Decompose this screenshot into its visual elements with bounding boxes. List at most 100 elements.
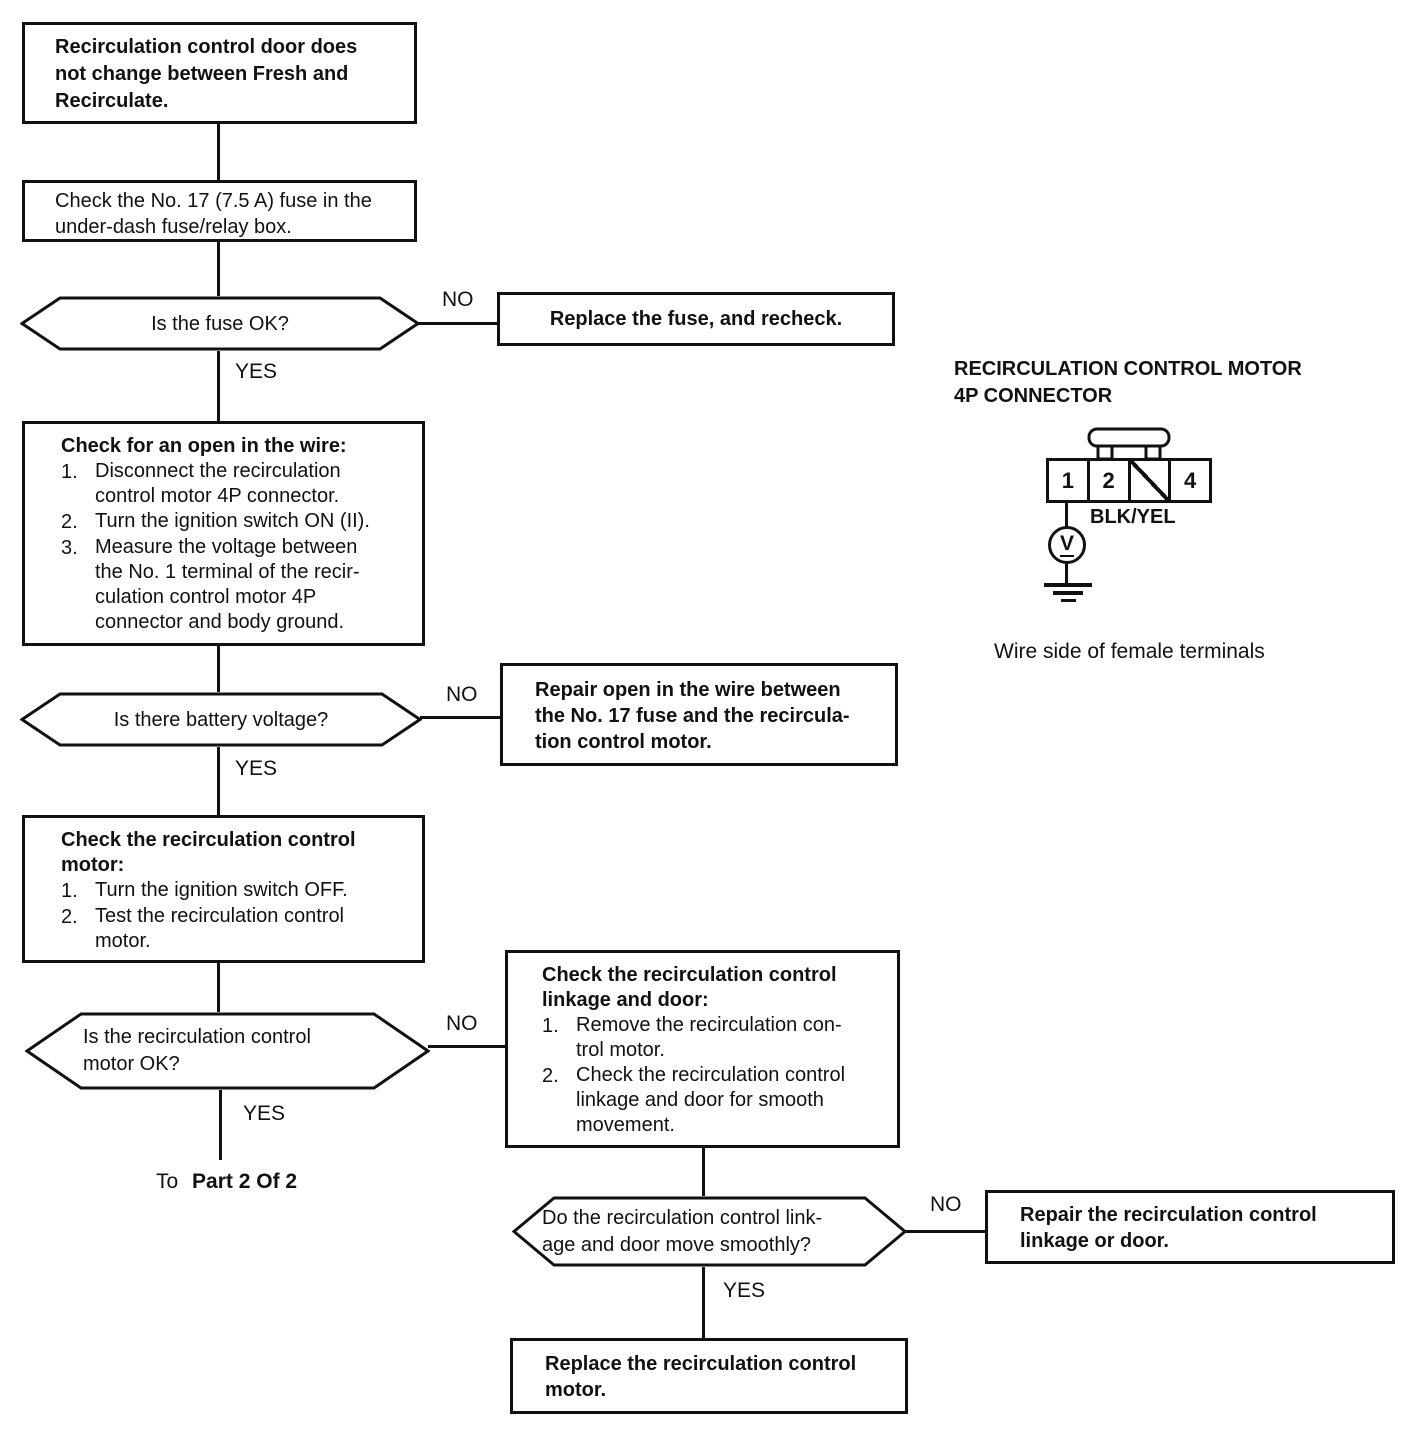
replace-fuse-box: Replace the fuse, and recheck. <box>497 292 895 346</box>
goto-prefix: To <box>156 1170 179 1193</box>
box-title: Check the recirculation control <box>542 964 837 986</box>
text-line: connector and body ground. <box>95 611 345 633</box>
connector-line <box>217 242 220 296</box>
no-branch-line <box>420 716 500 719</box>
box-title: Check for an open in the wire: <box>61 435 347 457</box>
text-line: Remove the recirculation con- <box>576 1014 842 1036</box>
connector-line <box>217 747 220 815</box>
decision-battery-voltage: Is there battery voltage? <box>20 692 422 747</box>
heading-line: RECIRCULATION CONTROL MOTOR <box>954 358 1302 380</box>
voltmeter-letter: V <box>1059 532 1074 557</box>
list-item: 1. Turn the ignition switch OFF. <box>61 878 412 904</box>
repair-linkage-box: Repair the recirculation control linkage… <box>985 1190 1395 1264</box>
ground-icon <box>1061 599 1076 602</box>
ground-icon <box>1053 591 1083 595</box>
replace-motor-box: Replace the recirculation control motor. <box>510 1338 908 1414</box>
no-branch-line <box>418 322 497 325</box>
text-line: Turn the ignition switch ON (II). <box>95 510 370 532</box>
list-item: 1. Disconnect the recirculation control … <box>61 459 412 509</box>
item-number: 1. <box>61 880 78 902</box>
text-line: Is the recirculation control <box>83 1026 311 1048</box>
connector-line <box>217 963 220 1012</box>
no-label: NO <box>930 1193 962 1216</box>
hexagon-shape <box>25 1012 430 1090</box>
text-line: Repair the recirculation control <box>1020 1204 1317 1226</box>
connector-terminal-strip: 1 2 4 <box>1046 458 1212 503</box>
text-line: Is the fuse OK? <box>151 312 289 335</box>
text-line: Repair open in the wire between <box>535 679 841 701</box>
text-line: Turn the ignition switch OFF. <box>95 879 348 901</box>
decision-is-fuse-ok: Is the fuse OK? <box>20 296 420 351</box>
text-line: Recirculate. <box>55 90 169 112</box>
text-line: Disconnect the recirculation <box>95 460 341 482</box>
box-title: Check the recirculation control <box>61 829 356 851</box>
connector-line <box>219 1090 222 1160</box>
item-number: 3. <box>61 537 78 559</box>
connector-line <box>217 124 220 180</box>
connector-caption: Wire side of female terminals <box>994 640 1265 663</box>
connector-line <box>702 1267 705 1338</box>
text-line: Check the No. 17 (7.5 A) fuse in the <box>55 190 372 212</box>
list-item: 2. Check the recirculation control linka… <box>542 1063 889 1138</box>
text-line: tion control motor. <box>535 731 712 753</box>
text-line: linkage or door. <box>1020 1230 1169 1252</box>
check-fuse-box: Check the No. 17 (7.5 A) fuse in the und… <box>22 180 417 242</box>
text-line: trol motor. <box>576 1039 665 1061</box>
text-line: motor. <box>545 1379 607 1401</box>
text-line: under-dash fuse/relay box. <box>55 216 292 238</box>
text-line: motor. <box>95 930 151 952</box>
terminal-2: 2 <box>1086 461 1128 500</box>
text-line: control motor 4P connector. <box>95 485 340 507</box>
text-line: motor OK? <box>83 1053 180 1075</box>
text-line: Is there battery voltage? <box>113 708 329 731</box>
check-open-wire-box: Check for an open in the wire: 1. Discon… <box>22 421 425 646</box>
terminal-3-blocked <box>1127 461 1169 500</box>
item-number: 2. <box>542 1065 559 1087</box>
yes-label: YES <box>723 1279 766 1302</box>
wire-color-label: BLK/YEL <box>1090 506 1176 528</box>
probe-wire-line <box>1065 501 1068 528</box>
decision-motor-ok: Is the recirculation control motor OK? <box>25 1012 430 1090</box>
item-number: 1. <box>61 461 78 483</box>
list-item: 2. Test the recirculation control motor. <box>61 904 412 954</box>
terminal-4: 4 <box>1168 461 1209 500</box>
text-line: Measure the voltage between <box>95 536 358 558</box>
no-label: NO <box>442 288 474 311</box>
check-linkage-box: Check the recirculation control linkage … <box>505 950 900 1148</box>
connector-line <box>217 351 220 421</box>
yes-label: YES <box>243 1102 286 1125</box>
goto-target: Part 2 Of 2 <box>192 1170 298 1193</box>
box-title: linkage and door: <box>542 989 709 1011</box>
no-label: NO <box>446 683 478 706</box>
text-line: age and door move smoothly? <box>542 1233 812 1256</box>
connector-tab-icon <box>1087 427 1171 461</box>
connector-line <box>217 646 220 692</box>
hexagon-shape <box>20 692 422 747</box>
text-line: the No. 17 fuse and the recircula- <box>535 705 850 727</box>
connector-line <box>702 1148 705 1196</box>
no-label: NO <box>446 1012 478 1035</box>
text-line: Check the recirculation control <box>576 1064 846 1086</box>
list-item: 2. Turn the ignition switch ON (II). <box>61 509 412 535</box>
list-item: 1. Remove the recirculation con- trol mo… <box>542 1013 889 1063</box>
box-title: motor: <box>61 854 125 876</box>
goto-label: To Part 2 Of 2 <box>156 1170 297 1194</box>
text-line: Do the recirculation control link- <box>542 1206 823 1229</box>
ground-wire-line <box>1065 562 1068 583</box>
ground-icon <box>1044 583 1092 587</box>
text-line: Recirculation control door does <box>55 36 358 58</box>
heading-line: 4P CONNECTOR <box>954 385 1113 407</box>
item-number: 2. <box>61 511 78 533</box>
text-line: linkage and door for smooth <box>576 1089 824 1111</box>
text-line: Test the recirculation control <box>95 905 345 927</box>
repair-open-box: Repair open in the wire between the No. … <box>500 663 898 766</box>
item-number: 2. <box>61 906 78 928</box>
item-number: 1. <box>542 1015 559 1037</box>
text-line: not change between Fresh and <box>55 63 349 85</box>
text-line: Replace the recirculation control <box>545 1353 857 1375</box>
connector-heading: RECIRCULATION CONTROL MOTOR 4P CONNECTOR <box>954 356 1302 410</box>
voltmeter-icon: V <box>1048 526 1086 564</box>
terminal-1: 1 <box>1061 467 1074 493</box>
list-item: 3. Measure the voltage between the No. 1… <box>61 535 412 635</box>
